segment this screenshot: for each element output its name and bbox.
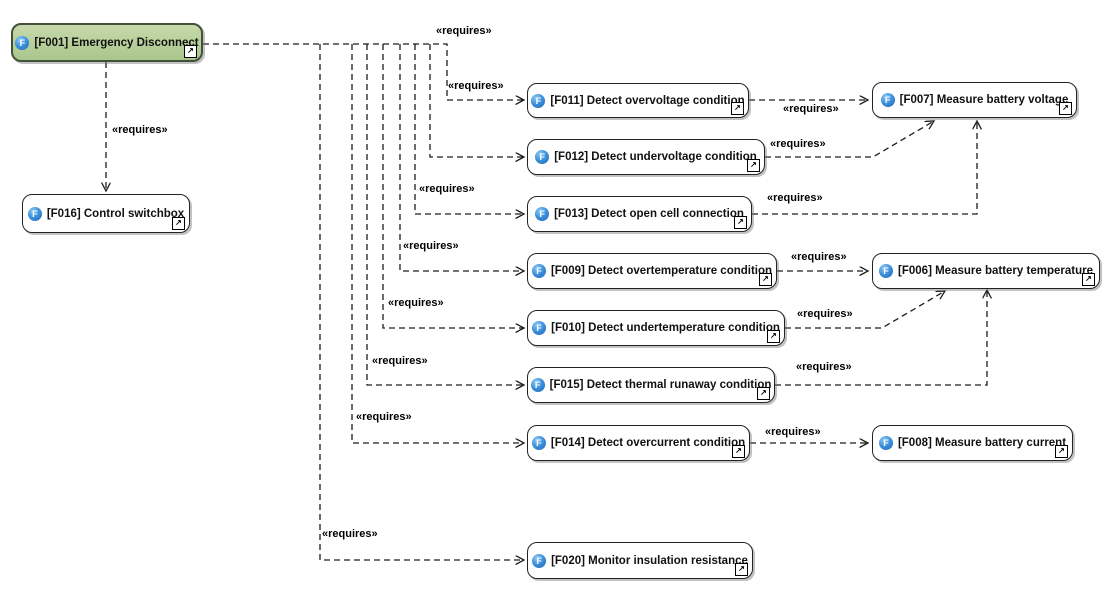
navigate-icon[interactable]: ↗: [172, 217, 185, 230]
edge-label-F015-F006: «requires»: [796, 361, 852, 373]
edge-label-F001-F013: «requires»: [419, 183, 475, 195]
node-F012[interactable]: F [F012] Detect undervoltage condition ↗: [527, 139, 765, 175]
function-icon: F: [531, 264, 546, 278]
navigate-icon[interactable]: ↗: [1082, 273, 1095, 286]
node-F011[interactable]: F [F011] Detect overvoltage condition ↗: [527, 83, 749, 118]
navigate-icon[interactable]: ↗: [747, 159, 760, 172]
function-icon: F: [531, 436, 546, 450]
function-icon: F: [879, 264, 894, 278]
function-icon: F: [27, 206, 42, 221]
navigate-icon[interactable]: ↗: [734, 216, 747, 229]
navigate-icon[interactable]: ↗: [1055, 445, 1068, 458]
function-icon: F: [878, 436, 893, 450]
node-label-F020: [F020] Monitor insulation resistance: [551, 554, 748, 567]
edge-label-F001-F020: «requires»: [322, 528, 378, 540]
node-F007[interactable]: F [F007] Measure battery voltage ↗: [872, 82, 1077, 118]
edge-label-F001-F010: «requires»: [388, 297, 444, 309]
node-label-F011: [F011] Detect overvoltage condition: [550, 94, 745, 107]
navigate-icon[interactable]: ↗: [759, 273, 772, 286]
node-label-F001: [F001] Emergency Disconnect: [34, 36, 199, 49]
navigate-icon[interactable]: ↗: [1059, 102, 1072, 115]
node-F016[interactable]: F [F016] Control switchbox ↗: [22, 194, 190, 233]
node-F001[interactable]: F [F001] Emergency Disconnect ↗: [11, 23, 203, 62]
function-icon: F: [530, 378, 545, 392]
navigate-icon[interactable]: ↗: [735, 563, 748, 576]
node-F013[interactable]: F [F013] Detect open cell connection ↗: [527, 196, 752, 232]
navigate-icon[interactable]: ↗: [757, 387, 770, 400]
edge-F015-F006: [775, 290, 987, 386]
edge-label-F001-F015: «requires»: [372, 355, 428, 367]
edge-label-F001-F014: «requires»: [356, 411, 412, 423]
node-label-F012: [F012] Detect undervoltage condition: [554, 151, 757, 163]
function-icon: F: [532, 553, 547, 568]
node-label-F016: [F016] Control switchbox: [46, 207, 185, 220]
edge-F001-F013: [414, 44, 524, 214]
edge-label-F011-F007: «requires»: [783, 103, 839, 115]
edge-F001-F011: [203, 43, 524, 100]
node-label-F010: [F010] Detect undertemperature condition: [551, 322, 780, 334]
node-label-F008: [F008] Measure battery current: [897, 437, 1067, 449]
function-icon: F: [15, 35, 30, 50]
node-F008[interactable]: F [F008] Measure battery current ↗: [872, 425, 1073, 461]
edge-F012-F007: [765, 121, 934, 158]
edge-F001-F012: [429, 44, 524, 157]
edge-F001-F014: [351, 44, 524, 443]
navigate-icon[interactable]: ↗: [732, 445, 745, 458]
edge-F001-F015: [366, 44, 524, 385]
edge-label-F013-F007: «requires»: [767, 192, 823, 204]
node-label-F014: [F014] Detect overcurrent condition: [550, 437, 746, 449]
node-label-F009: [F009] Detect overtemperature condition: [550, 265, 773, 277]
function-icon: F: [535, 207, 550, 221]
edge-F010-F006: [785, 291, 945, 329]
edge-label-F012-F007: «requires»: [770, 138, 826, 150]
node-F009[interactable]: F [F009] Detect overtemperature conditio…: [527, 253, 777, 289]
edge-label-F009-F006: «requires»: [791, 251, 847, 263]
function-icon: F: [531, 93, 546, 108]
edge-F001-F020: [319, 44, 524, 560]
edge-label-F001-F012: «requires»: [436, 25, 492, 37]
node-label-F015: [F015] Detect thermal runaway condition: [549, 379, 772, 391]
navigate-icon[interactable]: ↗: [767, 330, 780, 343]
edge-F001-F009: [399, 44, 524, 271]
edge-label-F001-F016: «requires»: [112, 124, 168, 136]
node-F020[interactable]: F [F020] Monitor insulation resistance ↗: [527, 542, 753, 579]
function-icon: F: [532, 321, 547, 335]
node-F014[interactable]: F [F014] Detect overcurrent condition ↗: [527, 425, 750, 461]
function-icon: F: [535, 150, 550, 164]
edge-label-F014-F008: «requires»: [765, 426, 821, 438]
node-F006[interactable]: F [F006] Measure battery temperature ↗: [872, 253, 1100, 289]
edge-label-F001-F009: «requires»: [403, 240, 459, 252]
function-icon: F: [880, 93, 895, 107]
node-label-F007: [F007] Measure battery voltage: [899, 94, 1069, 106]
navigate-icon[interactable]: ↗: [731, 102, 744, 115]
node-label-F013: [F013] Detect open cell connection: [554, 208, 744, 220]
node-label-F006: [F006] Measure battery temperature: [898, 265, 1093, 277]
edge-F001-F010: [382, 44, 524, 328]
node-F015[interactable]: F [F015] Detect thermal runaway conditio…: [527, 367, 775, 403]
edge-F013-F007: [752, 121, 977, 215]
navigate-icon[interactable]: ↗: [184, 45, 197, 58]
edge-label-F001-F011: «requires»: [448, 80, 504, 92]
edge-label-F010-F006: «requires»: [797, 308, 853, 320]
node-F010[interactable]: F [F010] Detect undertemperature conditi…: [527, 310, 785, 346]
